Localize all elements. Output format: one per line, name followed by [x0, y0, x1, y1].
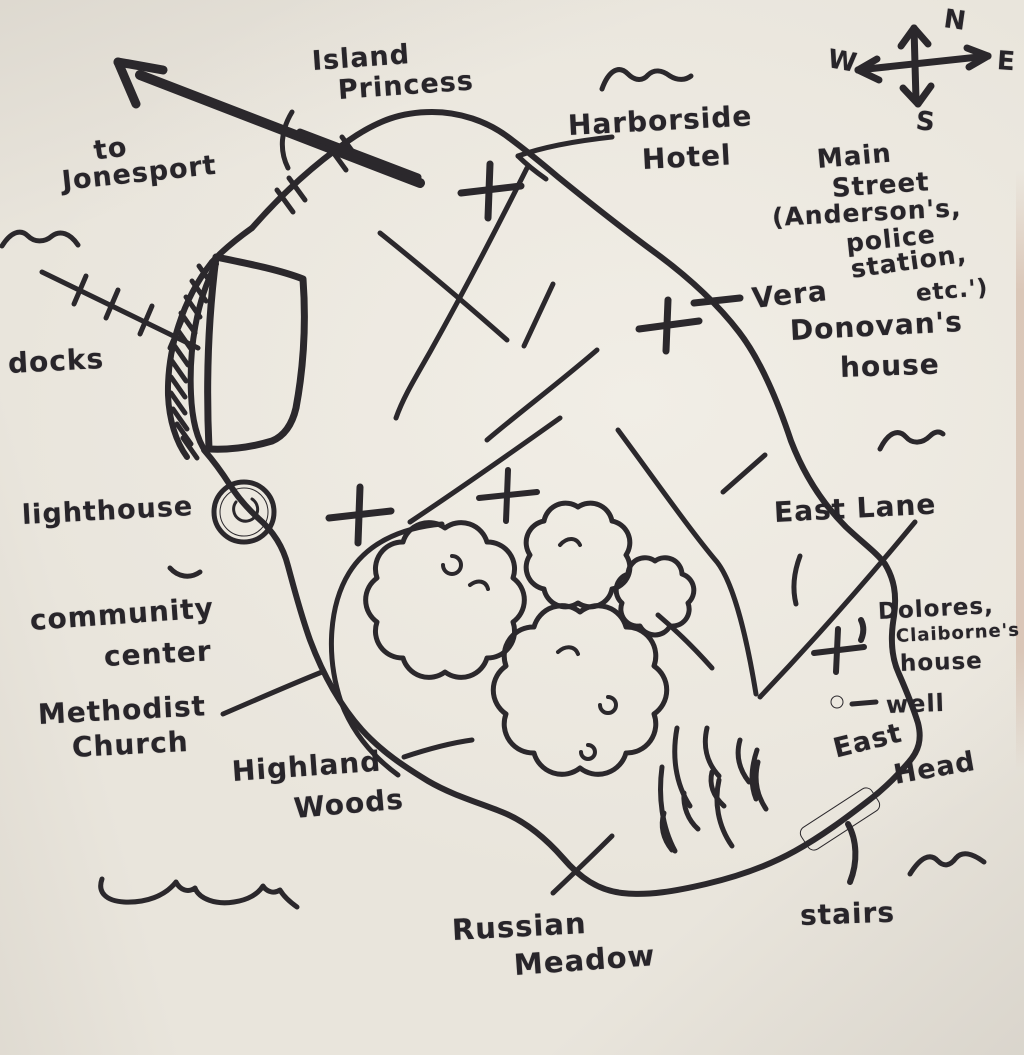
harborside-hotel-label: Hotel [641, 138, 733, 176]
main-street-label: Main [815, 138, 893, 175]
methodist-church-label: Methodist [37, 689, 207, 731]
building-cross-harborside [457, 160, 525, 222]
well-marker [830, 695, 879, 709]
ferry-arrow-icon [113, 57, 425, 188]
methodist-church-label: Church [71, 724, 190, 764]
label-pointers [220, 134, 615, 760]
dolores-claiborne-label: house [899, 648, 984, 677]
east-lane-label: East Lane [773, 487, 938, 529]
lighthouse-icon [167, 479, 277, 579]
harborside-pointer [515, 134, 615, 159]
vera-donovan-label: Vera [750, 274, 830, 315]
compass-south-label: S [914, 106, 938, 138]
russian-meadow-label: Russian [451, 905, 588, 947]
building-cross-town-1 [325, 483, 395, 547]
main-street-label: etc.') [914, 274, 990, 307]
docks-label: docks [7, 341, 105, 380]
harbor-basin [204, 253, 308, 453]
methodist-pointer [220, 669, 325, 717]
compass-north-label: N [941, 4, 969, 38]
community-center-label: center [103, 634, 213, 673]
well-label: well [885, 688, 946, 719]
east-lane-road [757, 519, 918, 700]
compass-east-label: E [995, 46, 1017, 78]
building-cross-dolores [811, 617, 867, 675]
woods-boundary [328, 521, 445, 778]
compass-rose-icon [854, 24, 992, 108]
cloud-curls [441, 537, 618, 761]
stairs-marker [799, 787, 881, 885]
meadow-grass-strokes [658, 725, 769, 854]
water-squiggles [0, 67, 987, 910]
roads [377, 165, 918, 896]
docks-pier-line [39, 269, 201, 351]
building-cross-town-2 [476, 467, 540, 524]
dolores-claiborne-label: Dolores, [877, 592, 995, 625]
stairs-label: stairs [799, 895, 896, 932]
woods-clouds [363, 500, 697, 777]
building-cross-vera [635, 294, 744, 355]
vera-donovan-label: house [839, 347, 941, 384]
compass-west-label: W [825, 44, 860, 79]
highland-pointer [401, 737, 475, 760]
building-cross-markers [325, 160, 867, 675]
